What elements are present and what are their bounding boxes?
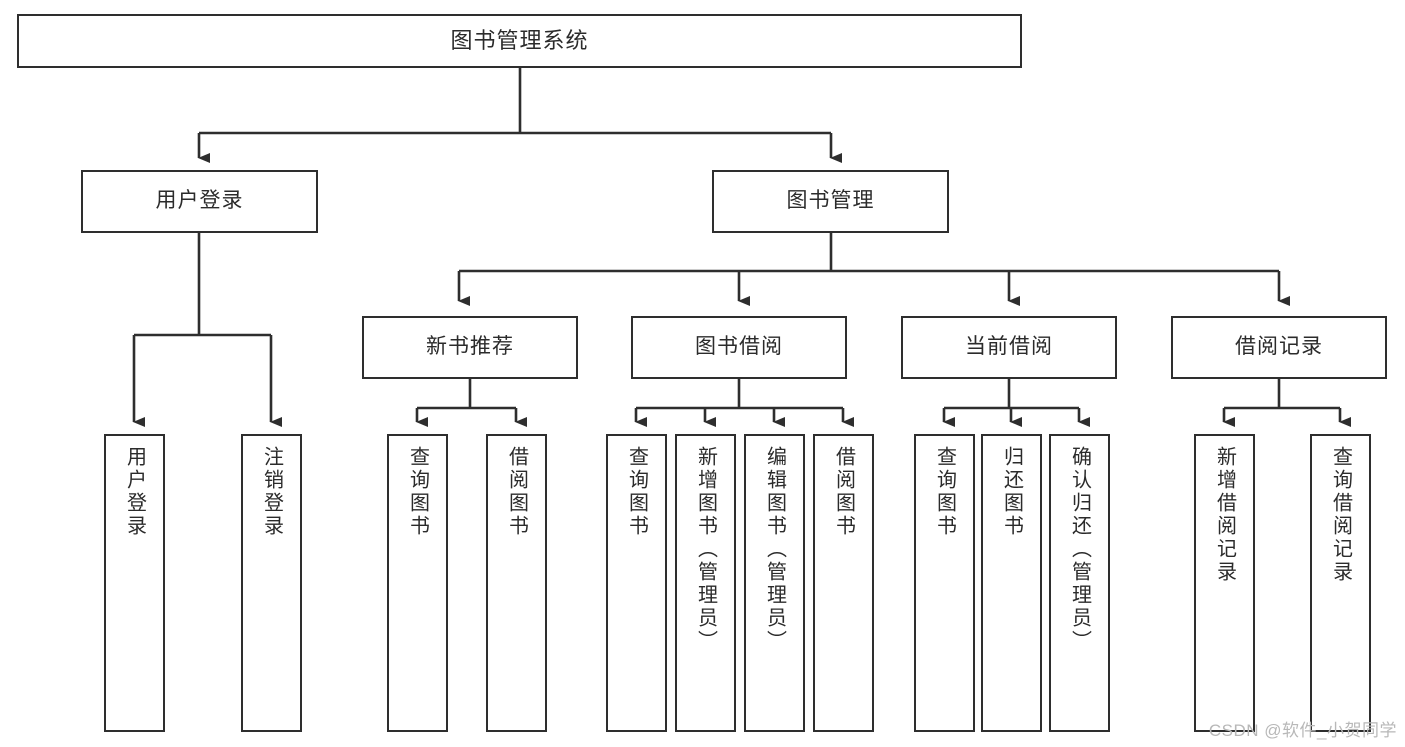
node-current-borrow[interactable]: 当前借阅 — [901, 316, 1117, 379]
node-label: 当前借阅 — [965, 335, 1053, 359]
node-book-borrow[interactable]: 图书借阅 — [631, 316, 847, 379]
node-leaf-add-record[interactable]: 新增借阅记录 — [1194, 434, 1255, 732]
node-leaf-confirm-return[interactable]: 确认归还（管理员） — [1049, 434, 1110, 732]
node-label: 查询图书 — [625, 446, 648, 538]
node-label: 归还图书 — [1000, 446, 1023, 538]
node-leaf-query-book-1[interactable]: 查询图书 — [387, 434, 448, 732]
node-label: 查询图书 — [406, 446, 429, 538]
node-leaf-return-book[interactable]: 归还图书 — [981, 434, 1042, 732]
node-label: 图书管理系统 — [450, 28, 589, 54]
node-book-manage[interactable]: 图书管理 — [712, 170, 949, 233]
node-user-login[interactable]: 用户登录 — [81, 170, 318, 233]
node-leaf-borrow-book-1[interactable]: 借阅图书 — [486, 434, 547, 732]
node-leaf-query-book-3[interactable]: 查询图书 — [914, 434, 975, 732]
node-label: 图书管理 — [786, 189, 875, 213]
node-label: 确认归还（管理员） — [1068, 446, 1091, 653]
node-label: 查询图书 — [933, 446, 956, 538]
node-leaf-borrow-book-2[interactable]: 借阅图书 — [813, 434, 874, 732]
node-label: 新增借阅记录 — [1213, 446, 1236, 584]
node-leaf-user-login[interactable]: 用户登录 — [104, 434, 165, 732]
node-label: 用户登录 — [155, 189, 244, 213]
watermark: CSDN @软件_小贺同学 — [1208, 721, 1397, 740]
node-leaf-user-logout[interactable]: 注销登录 — [241, 434, 302, 732]
node-leaf-add-book[interactable]: 新增图书（管理员） — [675, 434, 736, 732]
node-borrow-record[interactable]: 借阅记录 — [1171, 316, 1387, 379]
node-label: 新增图书（管理员） — [694, 446, 717, 653]
node-label: 注销登录 — [260, 446, 283, 538]
node-label: 图书借阅 — [695, 335, 783, 359]
node-leaf-query-record[interactable]: 查询借阅记录 — [1310, 434, 1371, 732]
node-label: 新书推荐 — [426, 335, 514, 359]
node-label: 借阅图书 — [505, 446, 528, 538]
node-label: 借阅图书 — [832, 446, 855, 538]
node-label: 查询借阅记录 — [1329, 446, 1352, 584]
node-new-book-recommend[interactable]: 新书推荐 — [362, 316, 578, 379]
node-leaf-edit-book[interactable]: 编辑图书（管理员） — [744, 434, 805, 732]
node-label: 借阅记录 — [1235, 335, 1323, 359]
node-label: 用户登录 — [123, 446, 146, 538]
node-root[interactable]: 图书管理系统 — [17, 14, 1022, 68]
node-leaf-query-book-2[interactable]: 查询图书 — [606, 434, 667, 732]
node-label: 编辑图书（管理员） — [763, 446, 786, 653]
